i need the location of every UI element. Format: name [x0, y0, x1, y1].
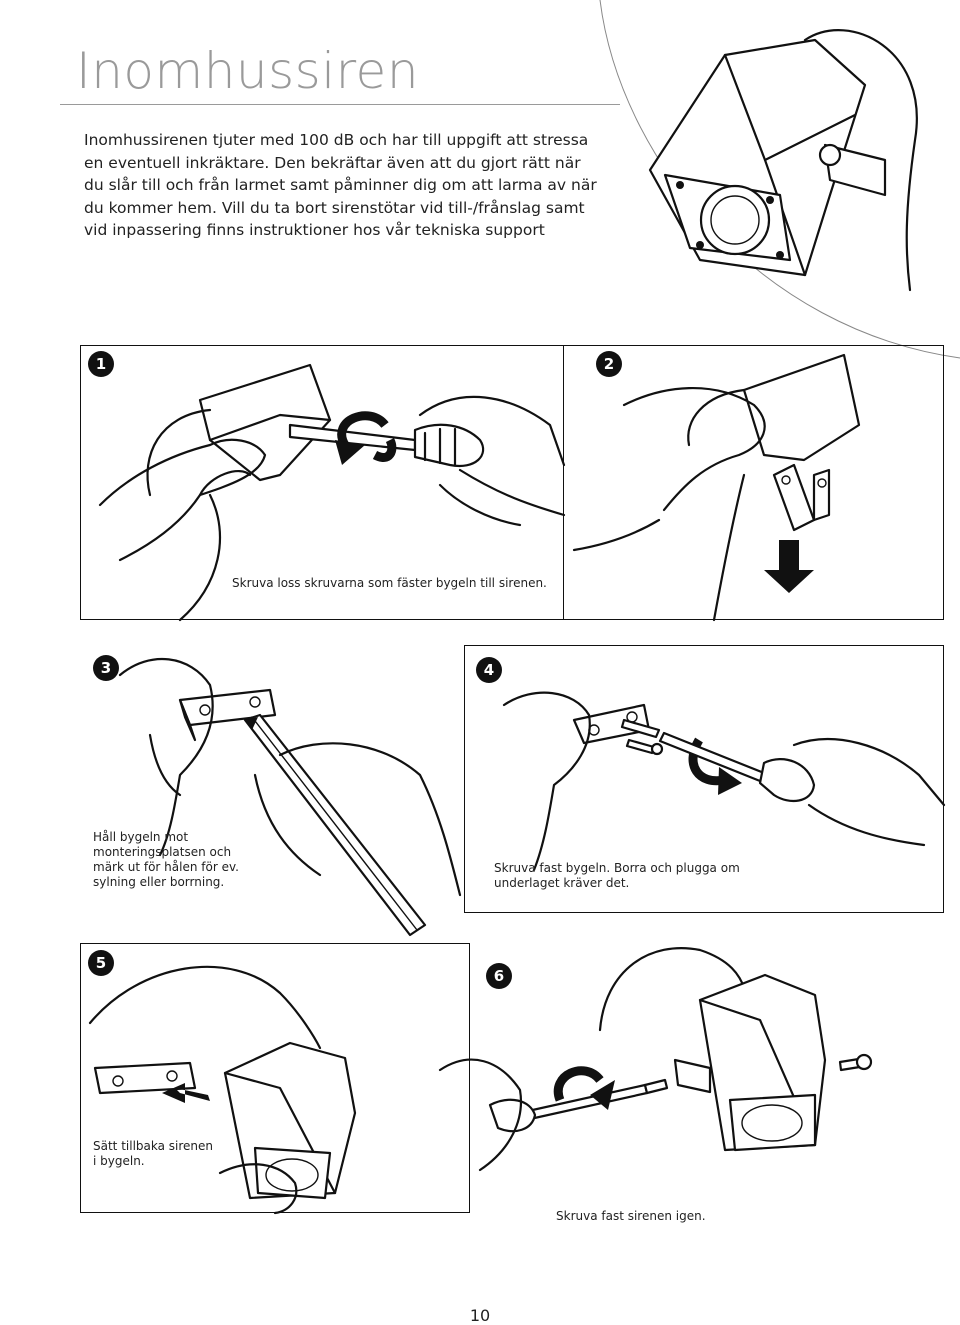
step-6-badge: 6 — [486, 963, 512, 989]
bracket-icon — [772, 463, 831, 532]
step-2-panel — [564, 345, 944, 620]
screwdriver-icon — [488, 1078, 669, 1133]
step-3-illustration — [118, 657, 462, 937]
rotate-arrow-icon — [335, 411, 397, 465]
step-5-illustration — [88, 965, 357, 1215]
step-5-badge: 5 — [88, 950, 114, 976]
title-rule — [60, 104, 620, 105]
step-2-badge: 2 — [596, 351, 622, 377]
step-1-badge: 1 — [88, 351, 114, 377]
screwdriver-icon — [288, 423, 485, 468]
screwdriver-icon — [658, 731, 816, 803]
screw-icon — [838, 1053, 873, 1072]
step-4-caption: Skruva fast bygeln. Borra och plugga om … — [494, 861, 740, 890]
step-6-illustration — [438, 947, 873, 1172]
step-3-caption: Håll bygeln mot monteringsplatsen och mä… — [93, 830, 239, 889]
step-4-panel — [464, 645, 944, 913]
siren-illustration — [648, 29, 918, 292]
step-4-badge: 4 — [476, 657, 502, 683]
step-1-illustration — [98, 363, 566, 622]
page-number: 10 — [469, 1306, 491, 1325]
step-6-caption: Skruva fast sirenen igen. — [556, 1209, 706, 1223]
page-title: Inomhussiren — [76, 42, 420, 100]
step-2-illustration — [572, 353, 861, 622]
intro-text: Inomhussirenen tjuter med 100 dB och har… — [84, 131, 597, 239]
step-4-illustration — [502, 691, 946, 872]
down-arrow-icon — [764, 540, 814, 593]
step-1-panel — [80, 345, 564, 620]
screw-icon — [620, 718, 664, 756]
rotate-arrow-icon — [553, 1066, 615, 1110]
pencil-icon — [243, 713, 427, 937]
step-3-badge: 3 — [93, 655, 119, 681]
step-5-caption: Sätt tillbaka sirenen i bygeln. — [93, 1139, 214, 1168]
hand-icon — [98, 438, 267, 562]
push-arrow-icon — [162, 1083, 210, 1103]
step-2-caption: Skruva loss skruvarna som fäster bygeln … — [232, 576, 547, 590]
